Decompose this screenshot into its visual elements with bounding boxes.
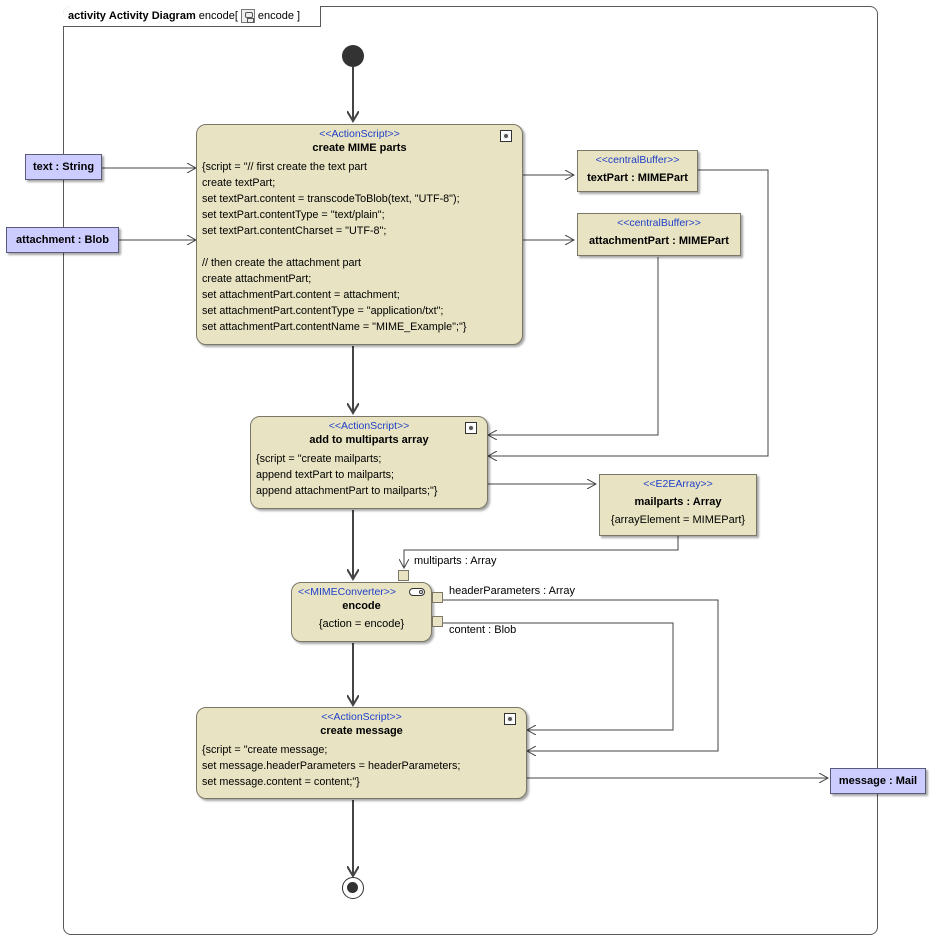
action-name: create MIME parts	[312, 142, 407, 154]
frame-kind: activity	[68, 10, 106, 22]
action-script-icon	[465, 422, 477, 434]
action-script-icon	[504, 713, 516, 725]
buffer-mailparts[interactable]: <<E2EArray>> mailparts : Array {arrayEle…	[599, 474, 757, 536]
flow-mailparts-to-pin	[404, 536, 679, 568]
frame-name: encode[	[198, 10, 238, 22]
buffer-attachmentpart[interactable]: <<centralBuffer>> attachmentPart : MIMEP…	[577, 213, 741, 256]
action-name: add to multiparts array	[309, 434, 429, 446]
pin-label-content: content : Blob	[449, 624, 517, 636]
buffer-name: attachmentPart : MIMEPart	[589, 235, 729, 247]
converter-icon	[409, 588, 425, 596]
flow-content-to-message	[443, 622, 674, 730]
action-create-message[interactable]: <<ActionScript>> create message {script …	[196, 707, 527, 799]
action-script: {script = "create message; set message.h…	[202, 744, 461, 788]
action-name: create message	[320, 725, 403, 737]
action-script: {script = "// first create the text part…	[202, 161, 467, 333]
frame-activity: encode	[257, 10, 294, 22]
pin-header-parameters[interactable]	[432, 592, 443, 603]
flow-textpart-to-add	[488, 169, 769, 456]
action-script: {script = "create mailparts; append text…	[256, 453, 438, 497]
parameter-message[interactable]: message : Mail	[830, 768, 926, 794]
action-add-to-multiparts[interactable]: <<ActionScript>> add to multiparts array…	[250, 416, 488, 509]
stereotype-label: <<ActionScript>>	[319, 128, 400, 140]
flow-header-to-message	[443, 599, 719, 751]
stereotype-label: <<ActionScript>>	[321, 711, 402, 723]
stereotype-label: <<ActionScript>>	[328, 420, 410, 432]
parameter-attachment[interactable]: attachment : Blob	[6, 227, 119, 253]
final-node[interactable]	[342, 877, 364, 899]
diagram-frame-header: activity Activity Diagram encode[ encode…	[63, 6, 321, 27]
buffer-name: mailparts : Array	[634, 496, 722, 508]
action-constraint: {action = encode}	[318, 618, 405, 630]
action-name: encode	[342, 600, 381, 612]
stereotype-label: <<centralBuffer>>	[617, 217, 701, 229]
pin-label-multiparts: multiparts : Array	[414, 555, 497, 567]
action-encode[interactable]: <<MIMEConverter>> encode {action = encod…	[291, 582, 432, 642]
pin-multiparts[interactable]	[398, 570, 409, 581]
stereotype-label: <<centralBuffer>>	[595, 154, 680, 166]
action-create-mime-parts[interactable]: <<ActionScript>> create MIME parts {scri…	[196, 124, 523, 345]
activity-icon	[240, 9, 255, 23]
pin-content[interactable]	[432, 616, 443, 627]
frame-close: ]	[296, 10, 301, 22]
stereotype-label: <<E2EArray>>	[643, 478, 713, 490]
initial-node[interactable]	[342, 45, 364, 67]
action-script-icon	[500, 130, 512, 142]
buffer-textpart[interactable]: <<centralBuffer>> textPart : MIMEPart	[577, 150, 698, 192]
frame-diagram-type: Activity Diagram	[108, 10, 196, 22]
stereotype-label: <<MIMEConverter>>	[298, 586, 397, 598]
buffer-name: textPart : MIMEPart	[587, 172, 688, 184]
buffer-constraint: {arrayElement = MIMEPart}	[610, 514, 746, 526]
parameter-text[interactable]: text : String	[25, 154, 102, 180]
pin-label-header-parameters: headerParameters : Array	[449, 585, 575, 597]
diagram-frame	[63, 6, 878, 935]
flow-attachmentpart-to-add	[488, 257, 659, 435]
